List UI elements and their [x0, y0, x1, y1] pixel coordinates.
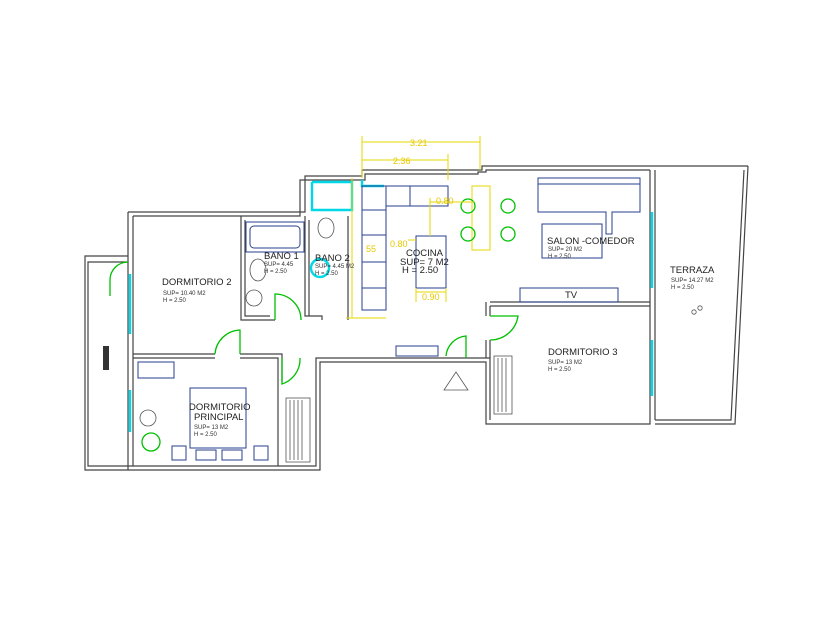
room-name-dormitorio2: DORMITORIO 2: [162, 277, 232, 288]
room-name-cocina: COCINA: [406, 248, 444, 259]
tv-label: TV: [565, 290, 578, 301]
dim-d1: 0.80: [436, 196, 454, 206]
dim-d3: 0.90: [422, 292, 440, 302]
room-name-salon: SALON -COMEDOR: [547, 236, 635, 247]
dimension-lines: [346, 136, 481, 319]
room-sup-dormitorio2: SUP= 10.40 M2: [163, 291, 206, 297]
room-sup-salon: SUP= 20 M2: [548, 247, 583, 253]
room-sup-terraza: SUP= 14.27 M2: [671, 278, 714, 284]
dim-d2: 0.80: [390, 239, 408, 249]
outer-walls: [84, 165, 749, 471]
room-sup-principal: SUP= 13 M2: [194, 425, 229, 431]
room-sup-bano2: SUP= 4.45 M2: [315, 264, 355, 270]
room-h-dormitorio2: H = 2.50: [163, 298, 187, 304]
room-name-principal-2: PRINCIPAL: [194, 412, 243, 423]
room-sup-bano1: SUP= 4.45: [264, 262, 294, 268]
room-name-bano2: BANO 2: [315, 253, 350, 264]
room-h-bano2: H = 2.50: [315, 271, 339, 277]
room-name-dormitorio3: DORMITORIO 3: [548, 347, 618, 358]
interior-walls: [133, 216, 650, 466]
dim-d4: 55: [366, 244, 376, 254]
room-name-terraza: TERRAZA: [670, 265, 715, 276]
furniture: [103, 177, 703, 463]
dim-inner-width: 2.36: [393, 156, 411, 166]
dimension-texts: 3.21 2.36 0.80 0.80 0.90 55: [366, 138, 454, 302]
room-h-cocina: H = 2.50: [402, 265, 438, 276]
room-h-terraza: H = 2.50: [671, 285, 695, 291]
room-h-salon: H = 2.50: [548, 254, 572, 260]
room-name-principal-1: DORMITORIO: [189, 402, 251, 413]
room-name-bano1: BANO 1: [264, 251, 299, 262]
room-sup-cocina: SUP= 7 M2: [400, 257, 449, 268]
dim-total-width: 3.21: [410, 138, 428, 148]
room-h-dormitorio3: H = 2.50: [548, 367, 572, 373]
room-h-bano1: H = 2.50: [264, 269, 288, 275]
room-labels: DORMITORIO 2 SUP= 10.40 M2 H = 2.50 BANO…: [162, 236, 715, 438]
room-h-principal: H = 2.50: [194, 432, 218, 438]
room-sup-dormitorio3: SUP= 13 M2: [548, 360, 583, 366]
doors: [109, 261, 519, 385]
